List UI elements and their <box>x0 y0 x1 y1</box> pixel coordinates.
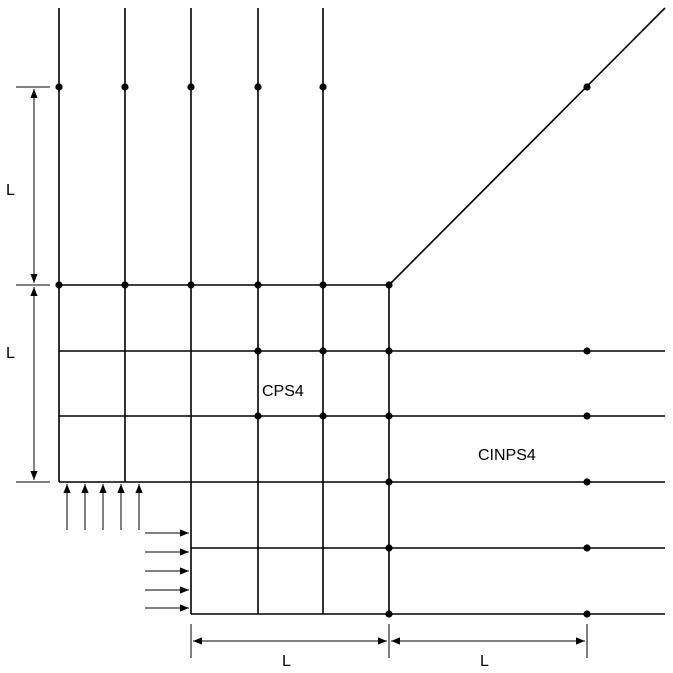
mesh-node <box>319 347 327 355</box>
mesh-node <box>385 412 393 420</box>
mesh-node <box>385 281 393 289</box>
load-arrows <box>63 484 189 612</box>
dimension-label-left-bottom: L <box>6 345 15 362</box>
mesh-node <box>583 544 591 552</box>
mesh-node <box>319 281 327 289</box>
mesh-node <box>583 478 591 486</box>
mesh-node <box>187 83 195 91</box>
mesh-node <box>254 412 262 420</box>
mesh-node <box>385 478 393 486</box>
mesh-node <box>583 412 591 420</box>
dimension-label-bottom-right: L <box>480 653 489 670</box>
mesh-node <box>385 347 393 355</box>
mesh-node <box>254 83 262 91</box>
mesh-line-diagonal <box>388 7 666 286</box>
mesh-lines <box>58 7 666 615</box>
mesh-node <box>583 610 591 618</box>
mesh-node <box>583 83 591 91</box>
mesh-node <box>385 610 393 618</box>
mesh-node <box>254 281 262 289</box>
dimension-lines <box>16 86 588 658</box>
mesh-node <box>583 347 591 355</box>
cps4-label: CPS4 <box>262 383 304 400</box>
mesh-node <box>319 412 327 420</box>
mesh-node <box>187 281 195 289</box>
mesh-nodes <box>55 83 591 618</box>
mesh-node <box>254 347 262 355</box>
mesh-node <box>55 83 63 91</box>
dimension-label-left-top: L <box>6 182 15 199</box>
mesh-node <box>121 281 129 289</box>
mesh-node <box>55 281 63 289</box>
cinps4-label: CINPS4 <box>478 447 536 464</box>
mesh-node <box>319 83 327 91</box>
mesh-node <box>121 83 129 91</box>
mesh-node <box>385 544 393 552</box>
dimension-label-bottom-left: L <box>282 653 291 670</box>
